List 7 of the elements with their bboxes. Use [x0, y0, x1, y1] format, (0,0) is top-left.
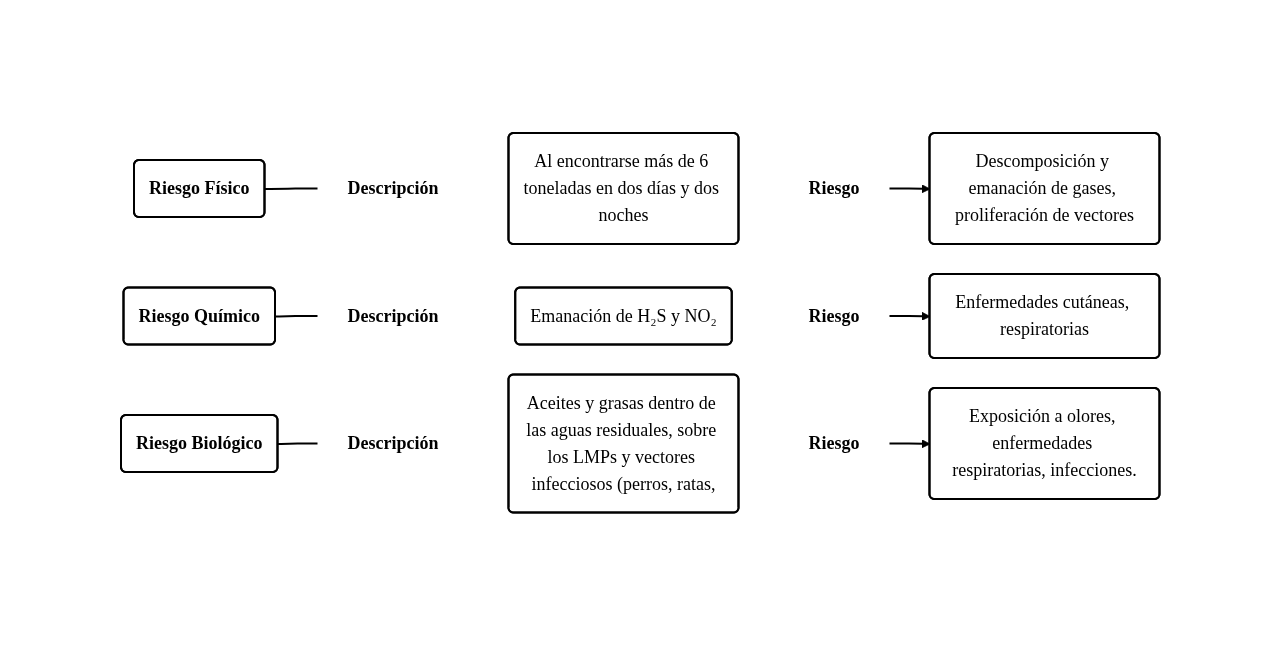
node-text: Riesgo [808, 432, 860, 453]
node-text: Riesgo [808, 177, 860, 198]
connector [274, 314, 319, 318]
node-text: Descripción [347, 432, 439, 453]
node-text: Descripción [347, 305, 439, 326]
node-text: Riesgo [808, 305, 860, 326]
node-text: Descripción [347, 177, 439, 198]
